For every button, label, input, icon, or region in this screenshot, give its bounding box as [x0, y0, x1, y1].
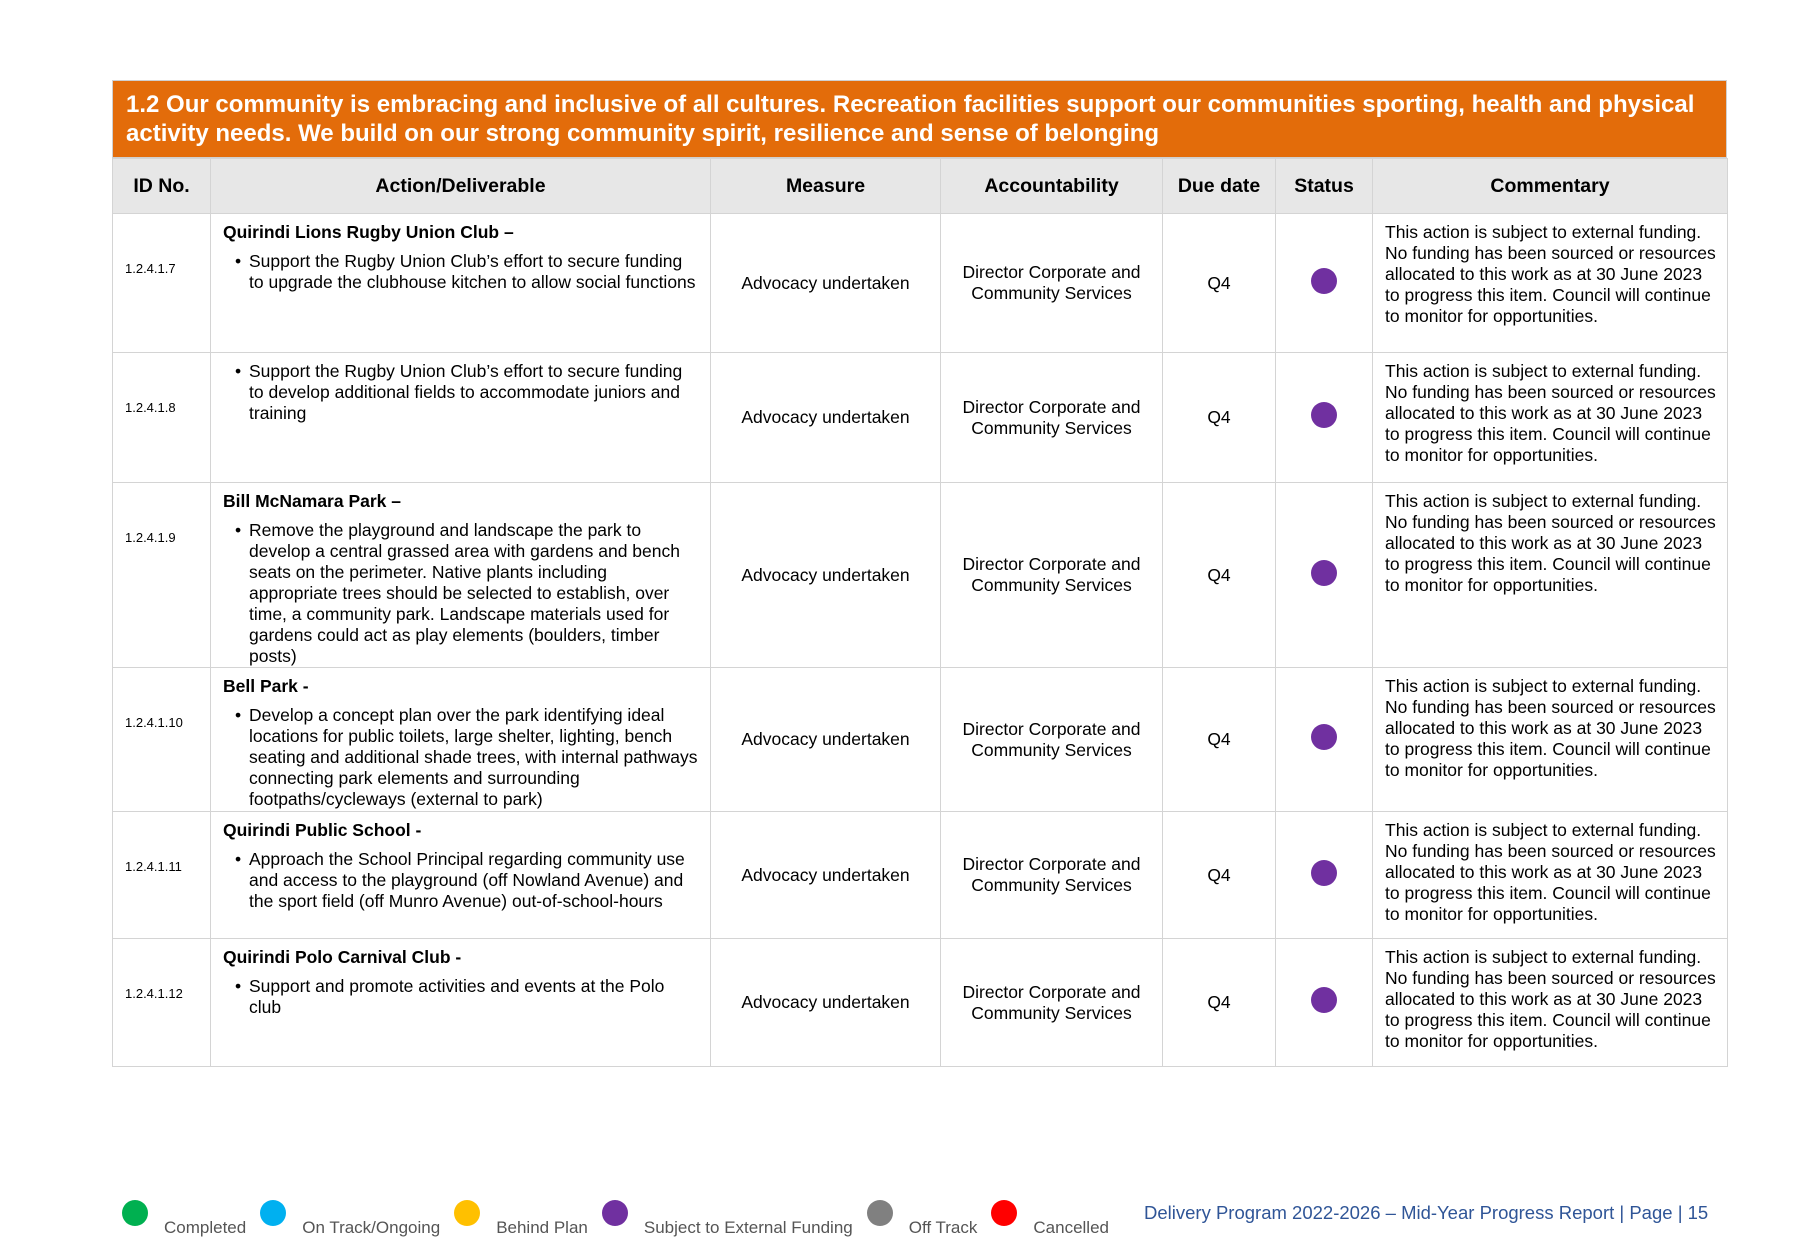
action-cell: Bill McNamara Park – Remove the playgrou… — [210, 482, 711, 668]
status-dot-icon — [122, 1200, 148, 1226]
measure-cell: Advocacy undertaken — [710, 213, 941, 353]
action-heading: Bill McNamara Park – — [223, 491, 402, 511]
status-cell — [1275, 811, 1373, 939]
status-dot-icon — [1311, 987, 1337, 1013]
status-cell — [1275, 213, 1373, 353]
action-cell: Support the Rugby Union Club’s effort to… — [210, 352, 711, 483]
header-action: Action/Deliverable — [210, 158, 711, 214]
header-id: ID No. — [112, 158, 211, 214]
action-bullet: Approach the School Principal regarding … — [235, 849, 700, 912]
id-cell: 1.2.4.1.11 — [112, 811, 211, 939]
action-cell: Quirindi Public School - Approach the Sc… — [210, 811, 711, 939]
action-cell: Bell Park - Develop a concept plan over … — [210, 667, 711, 812]
action-bullet: Support the Rugby Union Club’s effort to… — [235, 251, 700, 293]
section-banner: 1.2 Our community is embracing and inclu… — [112, 80, 1727, 158]
table-row: 1.2.4.1.12 Quirindi Polo Carnival Club -… — [112, 938, 1728, 1067]
due-date-cell: Q4 — [1162, 938, 1276, 1067]
measure-cell: Advocacy undertaken — [710, 811, 941, 939]
status-dot-icon — [1311, 724, 1337, 750]
status-dot-icon — [1311, 267, 1337, 294]
id-cell: 1.2.4.1.10 — [112, 667, 211, 812]
measure-cell: Advocacy undertaken — [710, 352, 941, 483]
table-row: 1.2.4.1.9 Bill McNamara Park – Remove th… — [112, 482, 1728, 668]
measure-cell: Advocacy undertaken — [710, 938, 941, 1067]
legend-label: On Track/Ongoing — [302, 1218, 441, 1237]
legend-item: Completed — [122, 1200, 246, 1237]
legend-item: Subject to External Funding — [601, 1200, 853, 1237]
legend-label: Cancelled — [1033, 1218, 1109, 1237]
table-header-row: ID No. Action/Deliverable Measure Accoun… — [112, 158, 1728, 214]
id-cell: 1.2.4.1.7 — [112, 213, 211, 353]
legend-item: Off Track — [866, 1200, 977, 1237]
status-dot-icon — [991, 1200, 1018, 1226]
action-cell: Quirindi Polo Carnival Club - Support an… — [210, 938, 711, 1067]
action-cell: Quirindi Lions Rugby Union Club – Suppor… — [210, 213, 711, 353]
status-dot-icon — [866, 1200, 893, 1226]
status-dot-icon — [454, 1200, 481, 1226]
legend-label: Completed — [164, 1218, 247, 1237]
table-row: 1.2.4.1.8 Support the Rugby Union Club’s… — [112, 352, 1728, 483]
header-status: Status — [1275, 158, 1373, 214]
table-row: 1.2.4.1.7 Quirindi Lions Rugby Union Clu… — [112, 213, 1728, 353]
accountability-cell: Director Corporate and Community Service… — [940, 213, 1163, 353]
status-dot-icon — [1311, 402, 1337, 428]
legend-item: Cancelled — [991, 1200, 1109, 1237]
id-cell: 1.2.4.1.12 — [112, 938, 211, 1067]
measure-cell: Advocacy undertaken — [710, 482, 941, 668]
header-commentary: Commentary — [1372, 158, 1728, 214]
action-heading: Quirindi Public School - — [223, 820, 422, 840]
page-footer: Delivery Program 2022-2026 – Mid-Year Pr… — [1144, 1202, 1709, 1223]
status-dot-icon — [1311, 859, 1337, 886]
table-row: 1.2.4.1.10 Bell Park - Develop a concept… — [112, 667, 1728, 812]
legend-item: Behind Plan — [454, 1200, 588, 1237]
commentary-cell: This action is subject to external fundi… — [1372, 482, 1728, 668]
header-due-date: Due date — [1162, 158, 1276, 214]
table-row: 1.2.4.1.11 Quirindi Public School - Appr… — [112, 811, 1728, 939]
commentary-cell: This action is subject to external fundi… — [1372, 352, 1728, 483]
action-bullet: Remove the playground and landscape the … — [235, 520, 700, 667]
due-date-cell: Q4 — [1162, 213, 1276, 353]
actions-table: ID No. Action/Deliverable Measure Accoun… — [112, 158, 1728, 1067]
status-cell — [1275, 482, 1373, 668]
legend-label: Behind Plan — [496, 1218, 588, 1237]
action-heading: Bell Park - — [223, 676, 309, 696]
commentary-cell: This action is subject to external fundi… — [1372, 938, 1728, 1067]
action-bullet: Develop a concept plan over the park ide… — [235, 705, 700, 810]
id-cell: 1.2.4.1.9 — [112, 482, 211, 668]
accountability-cell: Director Corporate and Community Service… — [940, 938, 1163, 1067]
due-date-cell: Q4 — [1162, 482, 1276, 668]
action-bullet: Support and promote activities and event… — [235, 976, 700, 1018]
status-cell — [1275, 352, 1373, 483]
accountability-cell: Director Corporate and Community Service… — [940, 352, 1163, 483]
due-date-cell: Q4 — [1162, 352, 1276, 483]
action-bullet: Support the Rugby Union Club’s effort to… — [235, 361, 700, 424]
accountability-cell: Director Corporate and Community Service… — [940, 811, 1163, 939]
commentary-cell: This action is subject to external fundi… — [1372, 811, 1728, 939]
status-dot-icon — [1311, 559, 1337, 586]
action-heading: Quirindi Lions Rugby Union Club – — [223, 222, 514, 242]
status-cell — [1275, 667, 1373, 812]
status-legend: Completed On Track/Ongoing Behind Plan Subj… — [122, 1200, 1123, 1237]
legend-label: Subject to External Funding — [643, 1218, 853, 1237]
header-measure: Measure — [710, 158, 941, 214]
legend-item: On Track/Ongoing — [260, 1200, 440, 1237]
due-date-cell: Q4 — [1162, 667, 1276, 812]
header-accountability: Accountability — [940, 158, 1163, 214]
legend-label: Off Track — [908, 1218, 978, 1237]
measure-cell: Advocacy undertaken — [710, 667, 941, 812]
id-cell: 1.2.4.1.8 — [112, 352, 211, 483]
accountability-cell: Director Corporate and Community Service… — [940, 667, 1163, 812]
due-date-cell: Q4 — [1162, 811, 1276, 939]
commentary-cell: This action is subject to external fundi… — [1372, 213, 1728, 353]
accountability-cell: Director Corporate and Community Service… — [940, 482, 1163, 668]
commentary-cell: This action is subject to external fundi… — [1372, 667, 1728, 812]
action-heading: Quirindi Polo Carnival Club - — [223, 947, 462, 967]
status-dot-icon — [601, 1200, 628, 1226]
status-cell — [1275, 938, 1373, 1067]
status-dot-icon — [260, 1200, 287, 1226]
